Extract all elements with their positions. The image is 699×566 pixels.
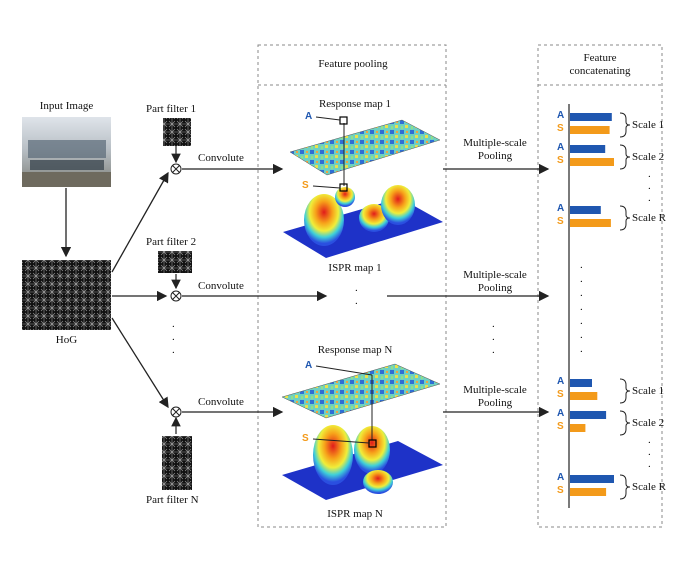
response-map-1-label: Response map 1 — [318, 98, 392, 110]
maps-ellipsis: .. — [355, 282, 358, 307]
top-bar-s-1 — [570, 158, 614, 166]
convolute-label-2: Convolute — [198, 280, 244, 292]
ispr-map-n-label: ISPR map N — [327, 508, 383, 520]
response-map-n — [281, 363, 441, 419]
filters-ellipsis: ... — [172, 318, 175, 356]
bottom-bar-s-1 — [570, 424, 586, 432]
part-filter-1-label: Part filter 1 — [146, 103, 197, 115]
ispr-map-n — [282, 441, 443, 500]
response-map-1 — [289, 119, 441, 176]
scale-2-label-bottom: Scale 2 — [632, 417, 665, 429]
top-marker-a-0: A — [557, 110, 565, 121]
part-filter-1-icon — [163, 118, 191, 146]
scale-r-label-bottom: Scale R — [632, 481, 666, 493]
scale-r-label-top: Scale R — [632, 212, 666, 224]
hog-label: HoG — [55, 334, 78, 346]
part-filter-2-icon — [158, 251, 192, 273]
bottom-marker-a-2: A — [557, 472, 565, 483]
concat-scales-ellipsis-top: ... — [648, 168, 651, 204]
top-marker-s-1: S — [557, 155, 564, 166]
bottom-bar-a-0 — [570, 379, 592, 387]
bottom-bar-a-2 — [570, 475, 614, 483]
pooling-label-n: Multiple-scale Pooling — [463, 384, 527, 409]
convolute-label-n: Convolute — [198, 396, 244, 408]
bars-bottom-group — [570, 379, 614, 496]
feature-pooling-title: Feature pooling — [318, 58, 388, 70]
top-marker-s-0: S — [557, 123, 564, 134]
top-marker-s-2: S — [557, 216, 564, 227]
bottom-bar-s-0 — [570, 392, 598, 400]
feature-pooling-panel — [257, 44, 447, 528]
bottom-bar-s-2 — [570, 488, 607, 496]
scale-1-label-top: Scale 1 — [632, 119, 665, 131]
top-marker-a-1: A — [557, 142, 565, 153]
pooling-ellipsis: ... — [492, 318, 495, 356]
concat-ellipsis-middle: ....... — [580, 259, 583, 355]
input-image — [22, 117, 111, 187]
input-image-label: Input Image — [39, 100, 94, 112]
top-marker-a-2: A — [557, 203, 565, 214]
top-bar-a-2 — [570, 206, 601, 214]
pooling-label-2: Multiple-scale Pooling — [463, 269, 527, 294]
convolute-label-1: Convolute — [198, 152, 244, 164]
bars-top-group — [570, 113, 614, 227]
bottom-marker-a-0: A — [557, 376, 565, 387]
bottom-marker-a-1: A — [557, 408, 565, 419]
mapn-a-marker: A — [305, 360, 313, 371]
mapn-s-marker: S — [302, 433, 309, 444]
bottom-bar-a-1 — [570, 411, 607, 419]
top-bar-s-0 — [570, 126, 610, 134]
bottom-marker-s-0: S — [557, 389, 564, 400]
bottom-marker-s-2: S — [557, 485, 564, 496]
scale-braces — [619, 112, 631, 500]
map1-s-marker: S — [302, 180, 309, 191]
scale-2-label-top: Scale 2 — [632, 151, 665, 163]
feature-concat-title: Feature concatenating — [569, 52, 631, 77]
feature-concat-panel — [537, 44, 663, 528]
top-bar-s-2 — [570, 219, 611, 227]
convolve-operator-icon — [170, 163, 182, 418]
ispr-map-1-label: ISPR map 1 — [328, 262, 382, 274]
scale-1-label-bottom: Scale 1 — [632, 385, 665, 397]
top-bar-a-0 — [570, 113, 612, 121]
bottom-marker-s-1: S — [557, 421, 564, 432]
concat-scales-ellipsis-bottom: ... — [648, 434, 651, 470]
part-filter-2-label: Part filter 2 — [146, 236, 197, 248]
top-bar-a-1 — [570, 145, 606, 153]
part-filter-n-icon — [162, 436, 192, 490]
response-map-n-label: Response map N — [317, 344, 393, 356]
pooling-label-1: Multiple-scale Pooling — [463, 137, 527, 162]
hog-image — [22, 260, 111, 330]
part-filter-n-label: Part filter N — [146, 494, 199, 506]
map1-a-marker: A — [305, 111, 313, 122]
